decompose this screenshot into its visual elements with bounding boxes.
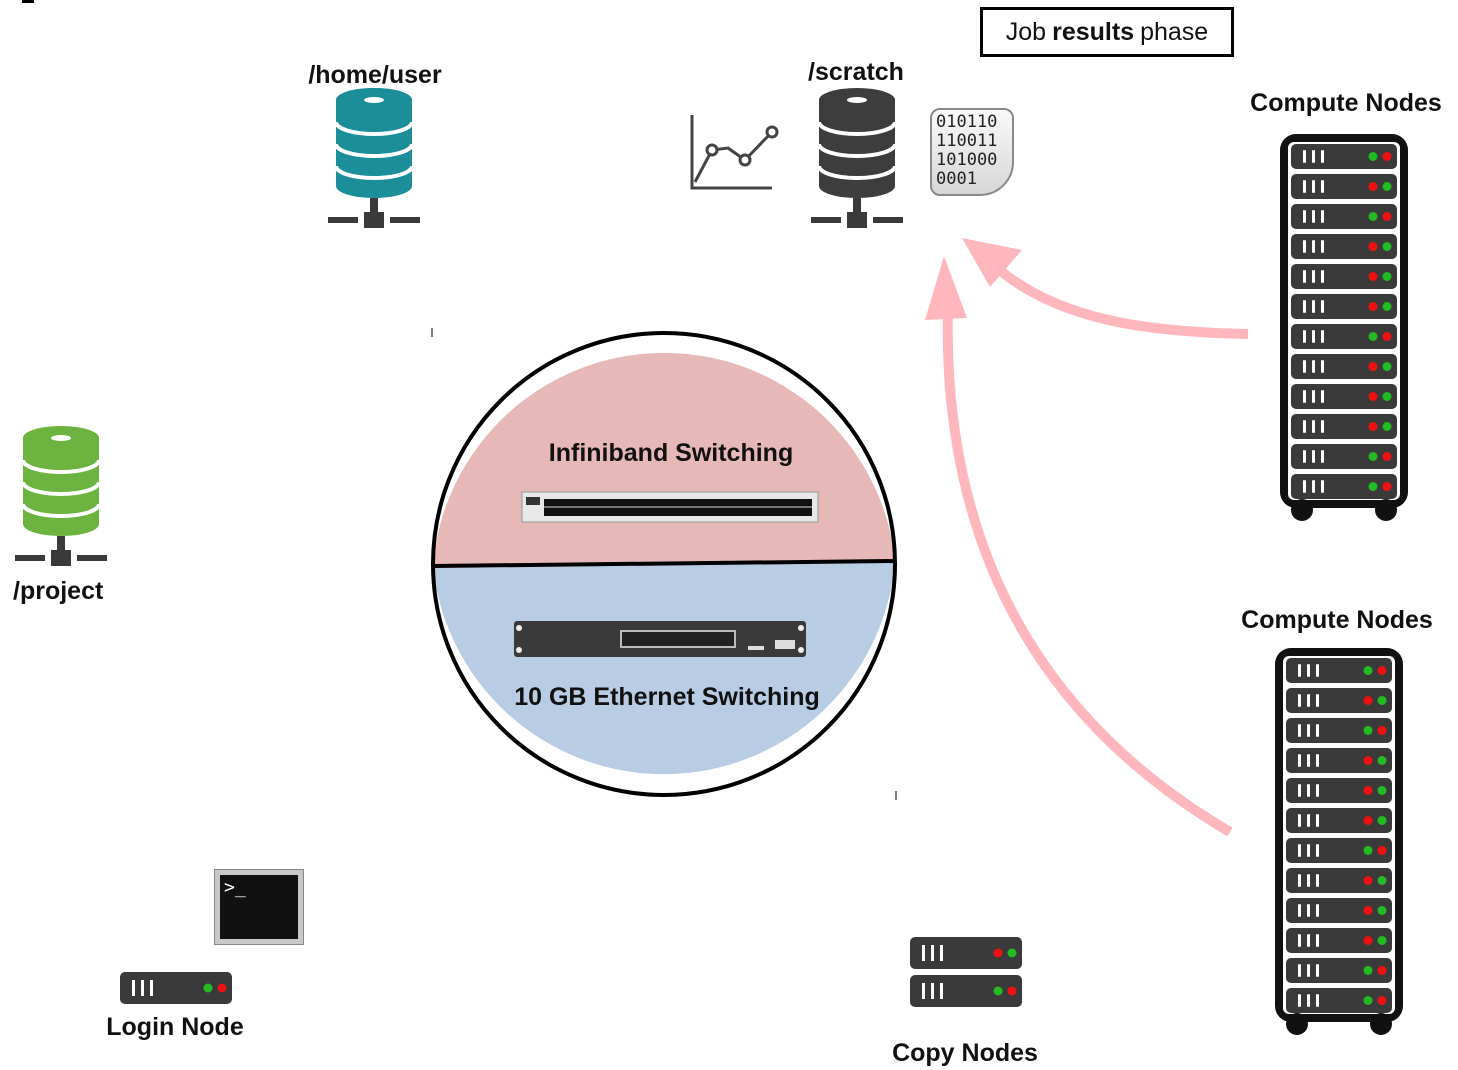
network-switch-circle <box>431 331 897 797</box>
server-unit <box>1286 778 1392 803</box>
server-icon <box>910 937 1022 1007</box>
network-switch-icon <box>514 621 806 657</box>
server-unit <box>1286 688 1392 713</box>
server-unit <box>1286 658 1392 683</box>
project-storage-label: /project <box>13 577 104 605</box>
server-unit <box>910 937 1022 969</box>
server-unit <box>1286 898 1392 923</box>
ethernet-label: 10 GB Ethernet Switching <box>514 683 820 711</box>
server-unit <box>1286 748 1392 773</box>
compute-nodes-top-label: Compute Nodes <box>1250 89 1442 117</box>
network-switch-icon <box>521 491 819 523</box>
server-unit <box>1291 414 1397 439</box>
server-unit <box>1291 174 1397 199</box>
server-rack-icon <box>1280 134 1408 521</box>
terminal-prompt: >_ <box>220 875 298 939</box>
server-unit <box>1291 474 1397 499</box>
scratch-storage-label: /scratch <box>808 58 904 86</box>
server-unit <box>1286 928 1392 953</box>
terminal-icon: >_ <box>214 869 304 945</box>
phase-label-box: Job results phase <box>980 7 1234 57</box>
binary-line: 010110 <box>936 112 998 132</box>
arrow-head <box>925 256 967 320</box>
server-unit <box>1291 444 1397 469</box>
server-unit <box>1291 384 1397 409</box>
server-unit <box>910 975 1022 1007</box>
server-unit <box>1286 868 1392 893</box>
infiniband-label: Infiniband Switching <box>548 439 794 467</box>
server-unit <box>1286 838 1392 863</box>
phase-suffix: phase <box>1140 17 1209 46</box>
binary-line: 0001 <box>936 169 977 189</box>
compute-nodes-bottom-label: Compute Nodes <box>1241 606 1433 634</box>
server-rack-icon <box>1275 648 1403 1035</box>
server-unit <box>1286 958 1392 983</box>
arrow-head <box>962 238 1022 287</box>
database-icon <box>811 88 903 228</box>
server-unit <box>1291 144 1397 169</box>
server-unit <box>1286 988 1392 1013</box>
data-flow-arrows <box>942 268 1249 837</box>
binary-line: 101000 <box>936 150 998 170</box>
server-unit <box>1291 264 1397 289</box>
server-unit <box>1286 718 1392 743</box>
binary-line: 110011 <box>936 131 998 151</box>
database-icon <box>15 426 107 566</box>
server-unit <box>1291 294 1397 319</box>
ethernet-half <box>433 561 895 775</box>
tick-mark <box>22 0 34 3</box>
binary-file-icon: 010110 110011 101000 0001 <box>930 108 1014 196</box>
server-unit <box>1286 808 1392 833</box>
chart-icon <box>690 115 779 190</box>
database-icon <box>328 88 420 228</box>
phase-bold: results <box>1052 17 1135 46</box>
server-unit <box>1291 234 1397 259</box>
server-icon <box>120 972 232 1004</box>
home-storage-label: /home/user <box>308 61 442 89</box>
phase-prefix: Job <box>1005 17 1047 46</box>
copy-nodes-label: Copy Nodes <box>892 1039 1038 1067</box>
server-unit <box>1291 204 1397 229</box>
server-unit <box>1291 324 1397 349</box>
server-unit <box>120 972 232 1004</box>
server-unit <box>1291 354 1397 379</box>
login-node-label: Login Node <box>106 1013 244 1041</box>
